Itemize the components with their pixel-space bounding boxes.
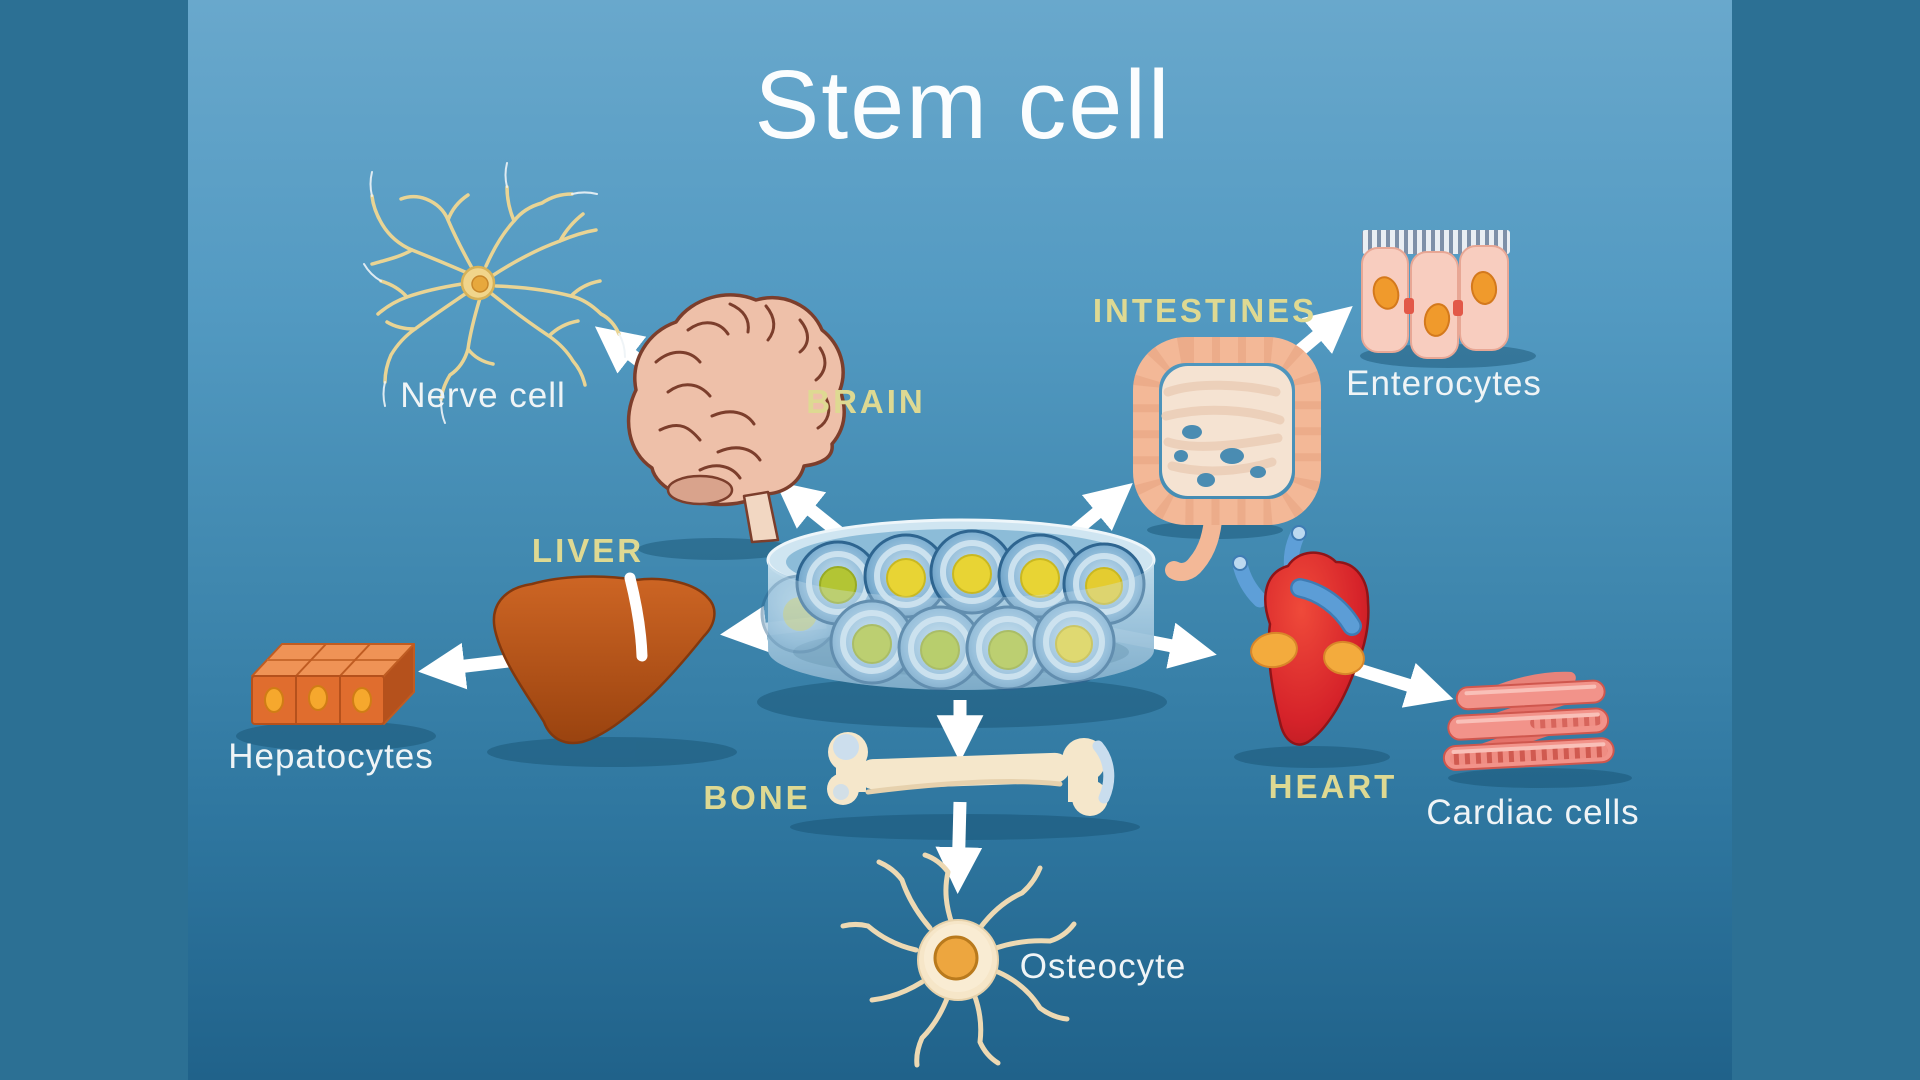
label-liver: LIVER: [531, 532, 645, 569]
label-bone: BONE: [703, 779, 811, 816]
label-intestines: INTESTINES: [1092, 292, 1318, 329]
label-cardiac-cells: Cardiac cells: [1426, 793, 1640, 832]
heart-illustration: [1232, 525, 1370, 746]
label-hepatocytes: Hepatocytes: [228, 737, 434, 776]
rectum: [1165, 503, 1223, 581]
stem-cells: [760, 529, 1146, 691]
hepatocytes-illustration: [251, 643, 415, 725]
cardiac-cells-illustration: [1442, 671, 1615, 771]
label-nerve-cell: Nerve cell: [400, 376, 566, 415]
label-enterocytes: Enterocytes: [1346, 364, 1542, 403]
left-side-band: [0, 0, 188, 1080]
gallbladder-band: [624, 572, 648, 662]
colon-frame: [1133, 337, 1321, 525]
right-side-band: [1732, 0, 1920, 1080]
nerve-cell-illustration: [363, 162, 626, 424]
osteocyte-illustration: [840, 852, 1077, 1068]
arrow-liver-to-hepatocytes: [418, 642, 509, 690]
label-osteocyte: Osteocyte: [1019, 947, 1187, 986]
liver-illustration: [492, 572, 716, 745]
petri-dish-illustration: [760, 518, 1156, 691]
brain-illustration: [626, 293, 846, 544]
page-title: Stem cell: [754, 50, 1172, 159]
arrow-heart-to-cardiac-cells: [1354, 662, 1454, 708]
label-heart: HEART: [1268, 768, 1398, 805]
enterocytes-illustration: [1361, 230, 1510, 359]
osteocyte-nucleus: [933, 935, 979, 981]
bone-illustration: [827, 732, 1115, 816]
label-brain: BRAIN: [806, 383, 926, 420]
arrow-bone-to-osteocyte: [935, 801, 983, 895]
intestines-illustration: [1133, 337, 1321, 581]
neuron-nucleus: [471, 275, 489, 293]
cerebellum: [666, 474, 734, 506]
dish-front-glass: [768, 560, 1154, 690]
brainstem: [742, 490, 780, 544]
